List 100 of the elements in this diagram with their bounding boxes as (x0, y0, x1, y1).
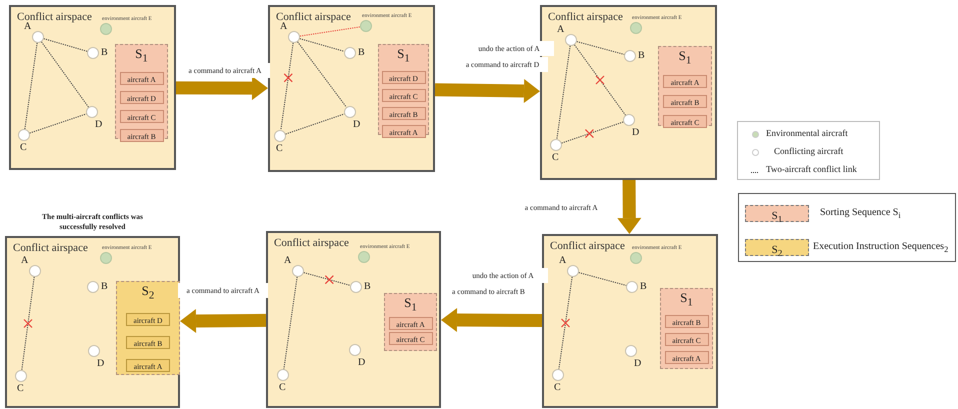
aircraft-circle (15, 370, 27, 382)
aircraft-circle (624, 50, 636, 62)
aircraft-circle (552, 369, 564, 381)
conflict-link (299, 26, 361, 37)
conflict-link (576, 41, 625, 55)
sequence-box (658, 46, 712, 126)
swatch-label: S$_{1}$ (772, 210, 782, 222)
conflict-link (303, 272, 351, 286)
flow-arrow (441, 308, 542, 332)
aircraft-circle (277, 369, 289, 381)
conflict-link (297, 41, 347, 108)
aircraft-circle (626, 281, 638, 293)
aircraft-circle (274, 130, 286, 142)
conflict-link (578, 272, 627, 286)
legend-text: Two-aircraft conflict link (766, 164, 857, 174)
panel-title: Conflict airspace (276, 11, 351, 23)
sequence-title: S$_{1}$ (404, 296, 417, 315)
airspace-panel (542, 234, 718, 408)
aircraft-letter: A (559, 255, 566, 266)
sequence-box (116, 281, 180, 375)
sequence-title: S$_{2}$ (142, 284, 154, 303)
aircraft-letter: C (276, 143, 283, 154)
conflict-link (41, 41, 89, 108)
aircraft-letter: B (101, 47, 108, 58)
swatch-label: S$_{2}$ (772, 244, 782, 256)
panel-title: Conflict airspace (274, 237, 349, 249)
conflict-link (24, 42, 38, 130)
environment-aircraft-circle (360, 20, 372, 32)
aircraft-letter: B (364, 281, 371, 292)
conflict-link (283, 276, 298, 370)
aircraft-letter: A (284, 255, 292, 266)
aircraft-letter: D (95, 119, 102, 130)
sequence-title: S$_{1}$ (678, 49, 692, 68)
aircraft-letter: C (17, 383, 24, 394)
environment-aircraft-circle (358, 251, 370, 263)
aircraft-circle (344, 106, 356, 118)
airspace-panel (266, 231, 441, 408)
aircraft-circle (88, 345, 100, 357)
aircraft-letter: A (24, 21, 32, 32)
flow-arrow (180, 309, 266, 333)
aircraft-letter: B (358, 47, 365, 58)
aircraft-circle (550, 139, 562, 151)
aircraft-letter: D (358, 357, 366, 368)
environment-aircraft-circle (630, 22, 642, 34)
aircraft-circle (625, 345, 637, 357)
aircraft-circle (565, 34, 577, 46)
sequence-title: S$_{1}$ (680, 291, 693, 310)
conflict-link (285, 113, 345, 135)
aircraft-circle (567, 265, 579, 277)
airspace-panel (540, 5, 717, 180)
aircraft-circle (623, 114, 635, 126)
panel-title: Conflict airspace (17, 11, 92, 23)
legend-text: Conflicting aircraft (774, 146, 844, 156)
flow-arrow (434, 79, 540, 103)
panel-title: Conflict airspace (13, 242, 88, 254)
environment-aircraft-circle (630, 252, 642, 264)
aircraft-letter: B (638, 50, 645, 61)
conflict-link (558, 276, 573, 370)
legend-text: Execution Instruction Sequences$_{2}$ (813, 241, 948, 254)
aircraft-letter: A (280, 21, 288, 32)
aircraft-letter: B (640, 281, 647, 292)
conflict-link (280, 42, 294, 131)
aircraft-circle (29, 265, 41, 277)
conflict-link (561, 121, 624, 144)
panel-title: Conflict airspace (550, 240, 625, 252)
airspace-panel (268, 5, 435, 172)
aircraft-circle (344, 47, 356, 59)
aircraft-letter: C (554, 382, 561, 393)
aircraft-letter: D (353, 119, 360, 130)
sequence-title: S$_{1}$ (135, 47, 148, 66)
conflict-link (43, 38, 88, 52)
aircraft-letter: D (97, 358, 104, 369)
aircraft-circle (349, 344, 361, 356)
sequence-box (384, 293, 437, 351)
airspace-panel (9, 5, 176, 170)
aircraft-letter: C (552, 152, 559, 163)
sequence-box (660, 288, 713, 369)
legend-text: Environmental aircraft (766, 128, 848, 138)
aircraft-letter: C (279, 382, 286, 393)
flow-arrow (617, 180, 642, 234)
aircraft-letter: B (101, 281, 108, 292)
environment-aircraft-circle (100, 23, 112, 35)
sequence-box (115, 44, 168, 139)
airspace-panel (5, 236, 180, 408)
aircraft-circle (350, 281, 362, 293)
flow-arrow (176, 76, 268, 100)
sequence-box (378, 44, 429, 135)
legend-text: Sorting Sequence S$_{i}$ (820, 207, 901, 220)
conflict-link (29, 113, 87, 134)
conflict-link (574, 44, 626, 116)
aircraft-letter: D (632, 127, 640, 138)
aircraft-circle (87, 281, 99, 293)
conflict-link (299, 38, 345, 52)
conflict-link (21, 276, 35, 371)
aircraft-circle (18, 129, 30, 141)
sequence-title: S$_{1}$ (397, 47, 410, 66)
aircraft-circle (87, 47, 99, 59)
conflict-link (556, 45, 571, 140)
aircraft-circle (86, 106, 98, 118)
aircraft-circle (32, 31, 44, 43)
